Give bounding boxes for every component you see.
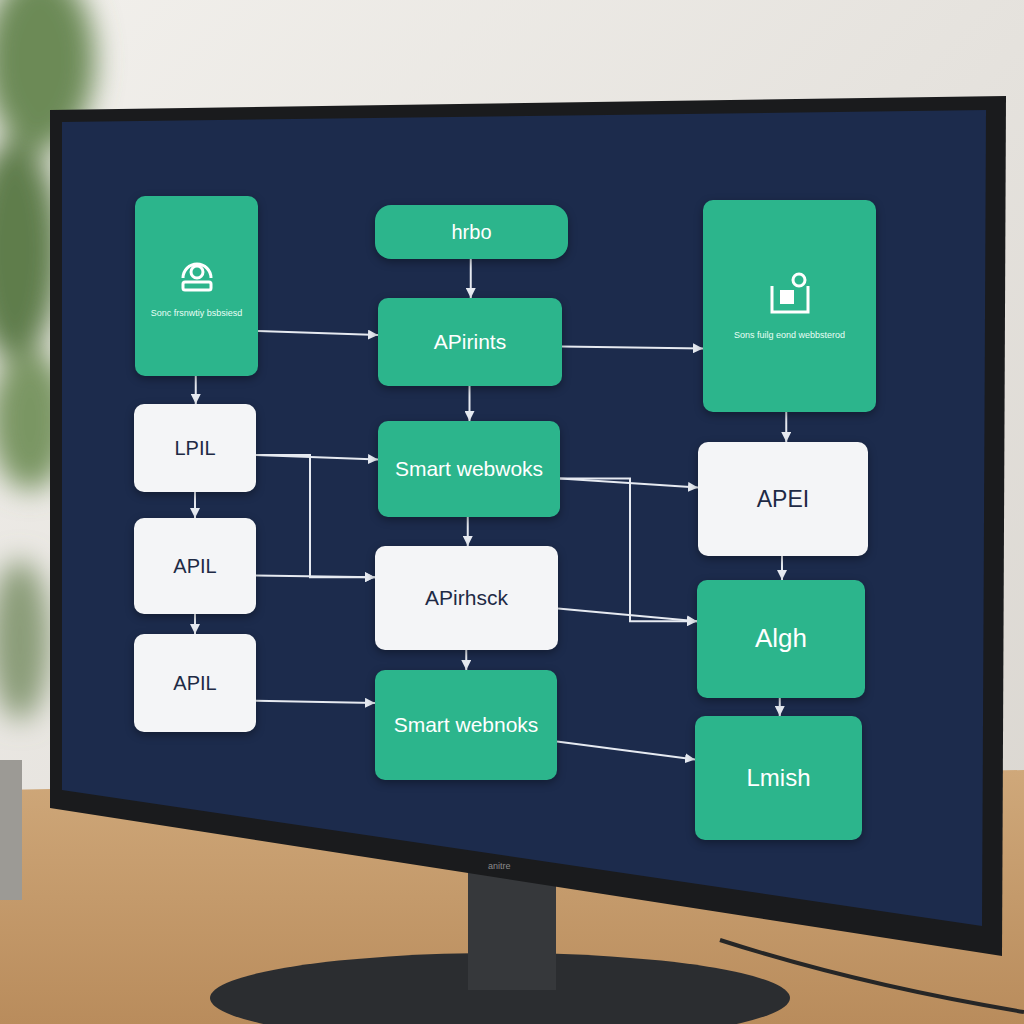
flow-arrow	[256, 701, 375, 703]
node-label: Algh	[755, 624, 807, 654]
flow-arrow	[194, 614, 196, 634]
flow-arrow	[194, 492, 196, 518]
flow-arrow	[562, 346, 703, 348]
process-box: LPIL	[134, 404, 256, 492]
node-label: Smart webwoks	[395, 457, 543, 481]
device-icon	[175, 252, 219, 296]
inbox-icon	[766, 270, 814, 318]
flow-arrow	[560, 479, 697, 622]
node-label: Smart webnoks	[394, 713, 539, 737]
process-box: Lmish	[695, 716, 862, 840]
icon-box: Sonc frsnwtiy bsbsiesd	[135, 196, 258, 376]
node-label: APIL	[173, 555, 216, 578]
flow-arrow	[470, 259, 472, 298]
flow-arrow	[469, 386, 471, 421]
flow-arrow	[467, 517, 469, 546]
node-caption: Sonc frsnwtiy bsbsiesd	[151, 308, 243, 320]
flow-arrow	[465, 650, 467, 670]
flow-arrow	[557, 742, 695, 760]
flow-arrow	[256, 455, 375, 577]
node-label: APirhsck	[425, 586, 508, 610]
node-label: APirints	[434, 330, 506, 354]
node-label: hrbo	[451, 221, 491, 244]
process-box: APirints	[378, 298, 562, 386]
process-box: Algh	[697, 580, 865, 698]
node-label: LPIL	[174, 437, 215, 460]
process-box: APirhsck	[375, 546, 558, 650]
monitor-bezel	[50, 96, 1006, 956]
start-pill: hrbo	[375, 205, 568, 259]
flow-arrow	[558, 608, 697, 621]
flow-arrow	[195, 376, 197, 404]
process-box: APIL	[134, 634, 256, 732]
flow-arrow	[258, 331, 378, 335]
plant-pot	[0, 760, 22, 900]
flow-arrow	[781, 556, 783, 580]
node-label: APIL	[173, 672, 216, 695]
brand-label: anitre	[488, 861, 511, 871]
node-caption: Sons fuilg eond webbsterod	[734, 330, 845, 342]
monitor-screen	[62, 110, 986, 926]
node-label: Lmish	[746, 764, 810, 792]
flow-arrow	[785, 412, 787, 442]
flow-arrow	[256, 576, 375, 578]
flow-arrow	[779, 698, 781, 716]
process-box: APIL	[134, 518, 256, 614]
process-box: APEI	[698, 442, 868, 556]
process-box: Smart webnoks	[375, 670, 557, 780]
process-box: Smart webwoks	[378, 421, 560, 517]
node-label: APEI	[757, 486, 809, 512]
icon-box: Sons fuilg eond webbsterod	[703, 200, 876, 412]
